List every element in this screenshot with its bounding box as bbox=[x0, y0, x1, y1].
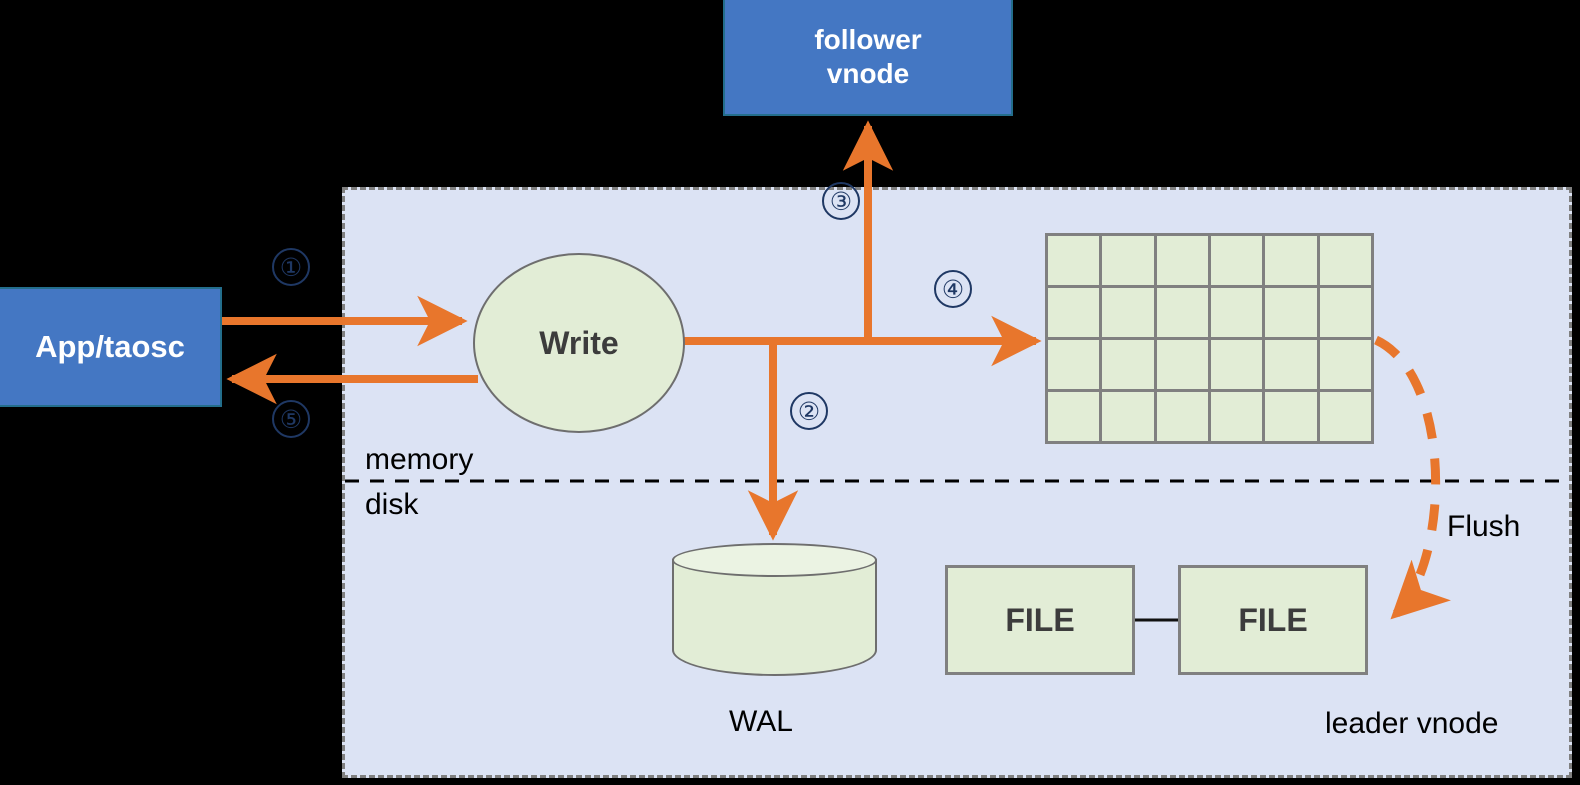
memtable-grid[interactable] bbox=[1045, 233, 1374, 444]
grid-cell bbox=[1265, 236, 1317, 285]
grid-cell bbox=[1156, 340, 1208, 389]
follower-vnode-label-line2: vnode bbox=[826, 58, 910, 89]
file-box-2-label: FILE bbox=[1238, 601, 1308, 638]
arrow-flush-memtable-to-file bbox=[1373, 335, 1451, 620]
grid-cell bbox=[1319, 236, 1371, 285]
grid-cell bbox=[1156, 288, 1208, 337]
file-box-2[interactable]: FILE bbox=[1178, 565, 1368, 675]
grid-cell bbox=[1210, 392, 1263, 441]
grid-cell bbox=[1048, 236, 1100, 285]
file-box-1[interactable]: FILE bbox=[945, 565, 1135, 675]
wal-label: WAL bbox=[729, 705, 793, 738]
step-badge-3: ③ bbox=[822, 182, 860, 220]
follower-vnode-label: follower vnode bbox=[814, 23, 921, 90]
step-badge-1: ① bbox=[272, 248, 310, 286]
grid-cell bbox=[1265, 392, 1317, 441]
grid-cell bbox=[1156, 236, 1208, 285]
step-badge-4: ④ bbox=[934, 270, 972, 308]
grid-cell bbox=[1048, 288, 1100, 337]
memory-tier-label: memory bbox=[365, 443, 474, 476]
grid-cell bbox=[1319, 340, 1371, 389]
grid-cell bbox=[1156, 392, 1208, 441]
grid-cell bbox=[1210, 340, 1263, 389]
file-box-1-label: FILE bbox=[1005, 601, 1075, 638]
wal-cylinder-top bbox=[672, 543, 877, 577]
app-taosc-box[interactable]: App/taosc bbox=[0, 287, 222, 407]
grid-cell bbox=[1102, 236, 1154, 285]
wal-cylinder[interactable] bbox=[672, 543, 877, 676]
leader-vnode-label: leader vnode bbox=[1325, 707, 1499, 740]
grid-cell bbox=[1048, 392, 1100, 441]
grid-cell bbox=[1265, 340, 1317, 389]
grid-cell bbox=[1319, 288, 1371, 337]
disk-tier-label: disk bbox=[365, 488, 419, 521]
write-node-label: Write bbox=[539, 324, 619, 361]
grid-cell bbox=[1102, 340, 1154, 389]
step-badge-5: ⑤ bbox=[272, 400, 310, 438]
grid-cell bbox=[1319, 392, 1371, 441]
follower-vnode-box[interactable]: follower vnode bbox=[723, 0, 1013, 116]
grid-cell bbox=[1210, 236, 1263, 285]
grid-cell bbox=[1265, 288, 1317, 337]
write-node[interactable]: Write bbox=[473, 253, 685, 433]
grid-cell bbox=[1048, 340, 1100, 389]
grid-cell bbox=[1102, 392, 1154, 441]
app-taosc-label: App/taosc bbox=[35, 329, 185, 365]
flush-label: Flush bbox=[1447, 510, 1521, 543]
grid-cell bbox=[1102, 288, 1154, 337]
grid-cell bbox=[1210, 288, 1263, 337]
step-badge-2: ② bbox=[790, 392, 828, 430]
follower-vnode-label-line1: follower bbox=[814, 24, 922, 56]
wal-cylinder-body bbox=[672, 559, 877, 676]
